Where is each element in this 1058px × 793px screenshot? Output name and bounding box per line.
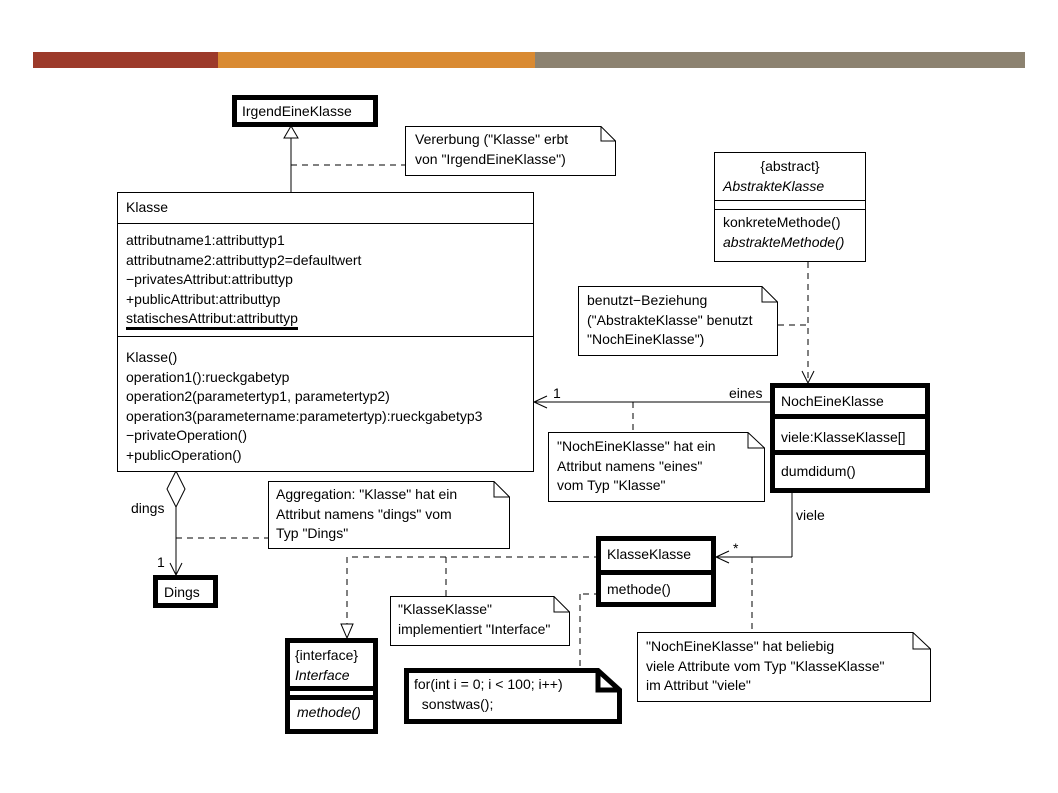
attribute: +publicAttribut:attributtyp [126,290,281,307]
multiplicity-star: * [733,540,739,556]
note-line: von "IrgendEineKlasse") [415,150,566,167]
class-name: AbstrakteKlasse [723,177,825,194]
header-bar-gray [535,52,1025,68]
operation: −privateOperation() [126,427,248,443]
note-line: implementiert "Interface" [398,620,551,637]
note-aggregation: Aggregation: "Klasse" hat ein Attribut n… [268,481,510,549]
note-shape [548,432,765,502]
note-implementiert: "KlasseKlasse" implementiert "Interface" [390,596,570,646]
note-line: benutzt−Beziehung [587,292,708,308]
note-line: Attribut namens "eines" [557,457,703,474]
class-irgendeineklasse: IrgendEineKlasse [232,95,378,127]
operation: methode() [607,581,671,597]
note-shape [268,481,510,549]
operation: konkreteMethode() [723,214,841,230]
class-abstraktklasse: {abstract} AbstrakteKlasse konkreteMetho… [714,152,866,262]
static-attribute: statischesAttribut:attributtyp [126,310,298,330]
attribute-section: attributname1:attributtyp1 attributname2… [118,224,533,337]
note-line: Vererbung ("Klasse" erbt [415,131,569,147]
note-shape [637,632,931,702]
operation: operation1():rueckgabetyp [126,368,290,385]
note-line: viele Attribute vom Typ "KlasseKlasse" [646,657,885,674]
class-klasse: Klasse attributname1:attributtyp1 attrib… [117,192,534,472]
role-eines: eines [729,385,763,401]
header-bar-red [33,52,218,68]
operation-section: Klasse() operation1():rueckgabetyp opera… [118,337,533,465]
note-shape [390,596,570,646]
class-nocheineklasse: NochEineKlasse viele:KlasseKlasse[] dumd… [770,383,930,493]
note-line: Aggregation: "Klasse" hat ein [276,486,458,502]
operation: operation2(parametertyp1, parametertyp2) [126,388,390,404]
class-name: IrgendEineKlasse [242,103,352,119]
attribute: −privatesAttribut:attributtyp [126,271,293,287]
note-line: vom Typ "Klasse" [557,477,666,493]
header-bar-orange [218,52,535,68]
note-shape [578,286,778,356]
operation: +publicOperation() [126,446,242,463]
code-line: for(int i = 0; i < 100; i++) [414,676,563,692]
stereotype: {interface} [295,647,359,663]
note-line: "KlasseKlasse" [398,601,492,617]
note-shape [405,126,616,176]
note-line: im Attribut "viele" [646,677,751,693]
class-klasseklasse: KlasseKlasse methode() [596,536,716,607]
class-name: KlasseKlasse [601,541,711,575]
code-line: sonstwas(); [414,695,494,712]
class-name: Dings [164,584,200,600]
class-name: NochEineKlasse [775,388,925,419]
class-dings: Dings [153,575,218,608]
operation: dumdidum() [781,463,856,479]
note-line: Typ "Dings" [276,525,349,541]
note-line: ("AbstrakteKlasse" benutzt [587,311,753,328]
note-code: for(int i = 0; i < 100; i++) sonstwas(); [404,668,622,724]
attribute: attributname2:attributtyp2=defaultwert [126,251,362,268]
attribute: attributname1:attributtyp1 [126,232,285,248]
note-eines: "NochEineKlasse" hat ein Attribut namens… [548,432,765,502]
attribute: viele:KlasseKlasse[] [775,419,925,455]
multiplicity-one-klasse: 1 [553,385,561,401]
attribute-section [715,201,865,210]
role-viele: viele [796,507,825,523]
class-name: Klasse [118,193,533,224]
attribute-section [290,691,373,700]
stereotype: {abstract} [760,158,820,174]
class-interface: {interface} Interface methode() [285,638,378,734]
class-name: Interface [295,666,350,683]
operation: operation3(parametername:parametertyp):r… [126,407,483,424]
name-section: {interface} Interface [290,643,373,691]
note-viele: "NochEineKlasse" hat beliebig viele Attr… [637,632,931,702]
note-shape [404,668,622,724]
note-benutzt: benutzt−Beziehung ("AbstrakteKlasse" ben… [578,286,778,356]
note-line: "NochEineKlasse" hat beliebig [646,638,835,654]
note-line: "NochEineKlasse") [587,331,705,347]
operation: abstrakteMethode() [723,233,845,250]
note-vererbung: Vererbung ("Klasse" erbt von "IrgendEine… [405,126,616,176]
role-dings: dings [131,500,165,516]
multiplicity-one-dings: 1 [157,554,165,570]
note-line: "NochEineKlasse" hat ein [557,438,716,454]
operation-section: konkreteMethode() abstrakteMethode() [715,210,865,252]
name-section: {abstract} AbstrakteKlasse [715,153,865,201]
operation: Klasse() [126,349,178,365]
note-line: Attribut namens "dings" vom [276,505,452,522]
operation: methode() [297,704,361,720]
